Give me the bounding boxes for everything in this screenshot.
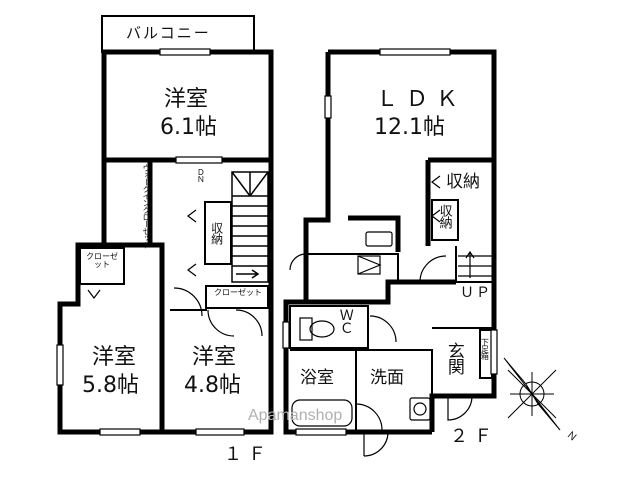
- balcony-label: バルコニー: [126, 24, 211, 42]
- upper-storage-label: 収納: [209, 222, 224, 244]
- wash-label: 洗面: [370, 368, 404, 388]
- first-floor-thin-walls: [79, 201, 269, 311]
- entrance-label: 玄関: [443, 342, 464, 374]
- western1-size: 6.1帖: [160, 115, 217, 140]
- ldk-label: ＬＤＫ: [376, 87, 467, 112]
- second-floor-doors: [289, 175, 473, 457]
- first-floor-doors: [87, 209, 263, 337]
- western2-size: 5.8帖: [82, 373, 139, 398]
- wc-label: ＷＣ: [337, 308, 354, 334]
- dn-stairs-label: ＤＮ: [196, 168, 206, 182]
- up-stairs-label: ＵＰ: [460, 285, 492, 301]
- closet2-label: クローゼット: [214, 288, 262, 297]
- storage1-label: 収納: [446, 172, 480, 192]
- bath-label: 浴室: [300, 368, 334, 388]
- western3-label: 洋室: [192, 345, 237, 370]
- first-floor-label: １Ｆ: [224, 444, 272, 465]
- walkin-closet-label: ウォークインクローゼット: [142, 164, 151, 248]
- western3-size: 4.8帖: [184, 373, 241, 398]
- second-floor-windows: [282, 48, 498, 436]
- compass-rose: [503, 357, 561, 431]
- second-floor-thin-walls: [289, 199, 494, 432]
- storage2-label: 収納: [436, 204, 452, 228]
- second-floor-label: ２Ｆ: [450, 426, 498, 447]
- western1-label: 洋室: [164, 87, 209, 112]
- first-floor-stairs: [231, 171, 269, 283]
- shoebox-label: 下足箱: [480, 338, 490, 359]
- second-floor-stairs: [458, 250, 492, 278]
- western2-label: 洋室: [92, 345, 137, 370]
- first-floor-windows: [56, 48, 245, 436]
- ldk-size: 12.1帖: [374, 115, 445, 140]
- second-floor-fixtures: [291, 231, 431, 427]
- watermark: Apamanshop: [248, 407, 343, 424]
- closet1-label: クローゼット: [86, 252, 118, 270]
